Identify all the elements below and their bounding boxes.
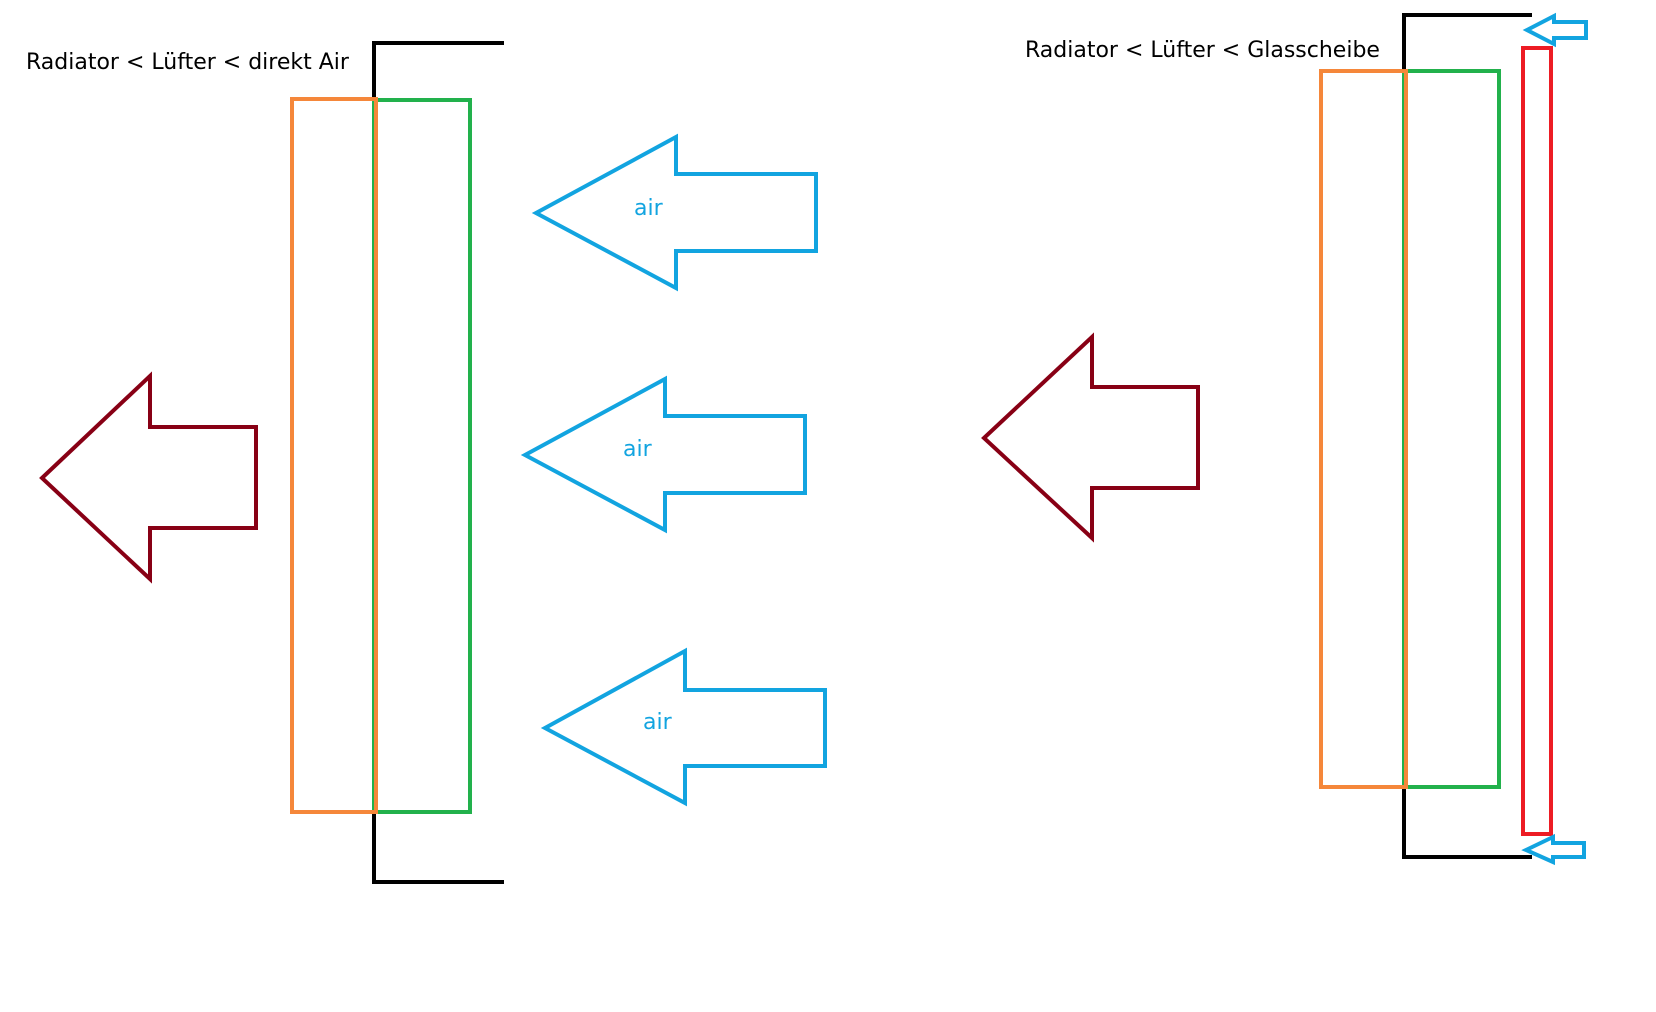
right-diagram-caption: Radiator < Lüfter < Glasscheibe [1025, 38, 1380, 63]
air-arrow-label: air [623, 437, 653, 462]
right-case-frame-top [1402, 13, 1532, 71]
left-air-arrow-3: air [540, 647, 827, 807]
left-fan [372, 98, 472, 814]
air-arrow-shape [531, 133, 818, 292]
left-diagram: Radiator < Lüfter < direkt Air air air a… [26, 41, 827, 884]
right-small-air-arrow-top [1522, 12, 1588, 48]
right-exhaust-arrow [981, 332, 1200, 543]
left-exhaust-arrow [39, 371, 258, 584]
left-case-frame-bottom [372, 812, 504, 884]
air-arrow-label: air [634, 196, 664, 221]
right-small-air-arrow-bottom [1521, 833, 1586, 866]
right-radiator [1319, 69, 1408, 789]
left-radiator [290, 97, 378, 814]
right-fan [1402, 69, 1501, 789]
right-diagram: Radiator < Lüfter < Glasscheibe [981, 12, 1588, 866]
air-arrow-shape [540, 647, 827, 807]
left-diagram-caption: Radiator < Lüfter < direkt Air [26, 50, 350, 75]
right-case-frame-bottom [1402, 787, 1532, 859]
air-arrow-label: air [643, 710, 673, 735]
left-air-arrow-2: air [520, 375, 807, 534]
left-air-arrow-1: air [531, 133, 818, 292]
right-glass-panel [1521, 46, 1553, 836]
air-arrow-shape [520, 375, 807, 534]
left-case-frame-top [372, 41, 504, 100]
